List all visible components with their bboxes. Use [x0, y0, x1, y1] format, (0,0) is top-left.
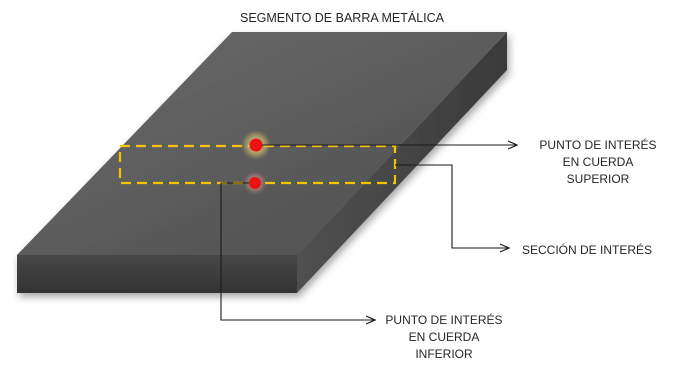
label-section-of-interest: SECCIÓN DE INTERÉS: [522, 243, 653, 257]
label-line: SUPERIOR: [566, 172, 630, 186]
label-bottom-point-of-interest: PUNTO DE INTERÉS EN CUERDA INFERIOR: [382, 312, 506, 363]
label-line: INFERIOR: [415, 347, 473, 361]
metal-plate: [17, 32, 507, 293]
label-line: PUNTO DE INTERÉS: [385, 313, 503, 327]
leader-bottom-point: [220, 182, 375, 320]
label-line: EN CUERDA: [562, 155, 634, 169]
label-top-point-of-interest: PUNTO DE INTERÉS EN CUERDA SUPERIOR: [536, 137, 660, 188]
leader-section: [395, 164, 509, 248]
plate-side-face: [297, 32, 507, 293]
plate-front-face: [17, 255, 297, 293]
diagram-title: SEGMENTO DE BARRA METÁLICA: [240, 11, 444, 25]
label-line: EN CUERDA: [408, 330, 480, 344]
bottom-point-marker: [249, 177, 261, 189]
top-point-marker: [249, 138, 263, 152]
label-line: PUNTO DE INTERÉS: [539, 138, 657, 152]
